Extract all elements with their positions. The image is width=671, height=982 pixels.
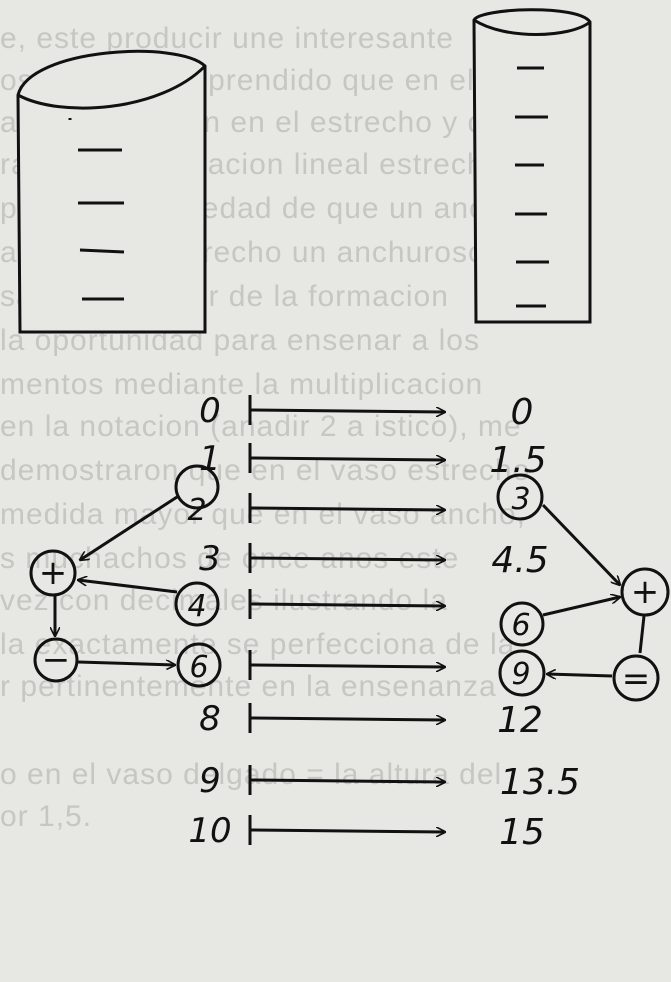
narrow-value-2: 3 <box>511 482 530 517</box>
mapping-arrow-8 <box>249 830 445 832</box>
minus-node-left <box>33 637 79 683</box>
narrow-value-3: 4.5 <box>491 540 548 581</box>
narrow-value-6: 12 <box>497 700 543 741</box>
narrow-value-0: 0 <box>511 392 534 433</box>
circle-6 <box>176 642 222 688</box>
wide-container-marks <box>78 148 125 301</box>
wide-value-1: 1 <box>199 439 221 479</box>
background-text-line: vez con decimales ilustrando la <box>0 584 448 617</box>
plus-symbol-left: + <box>39 553 68 593</box>
wide-value-4: 4 <box>187 589 206 624</box>
circle-2 <box>174 464 220 510</box>
mapping-arrow-4 <box>249 604 445 606</box>
plus-node-right <box>620 567 670 617</box>
wide-value-3: 3 <box>199 539 221 579</box>
plus-node-left <box>29 549 77 597</box>
background-text-line: e, este producir une interesante <box>0 22 454 55</box>
wide-value-5: 6 <box>189 650 208 685</box>
background-text-line: or 1,5. <box>0 800 93 833</box>
wide-value-7: 9 <box>199 761 221 801</box>
mapping-arrow-1 <box>249 458 445 460</box>
left-operation-network <box>29 464 222 688</box>
background-text-line: en la notacion (anadir 2 a istico), me <box>0 410 522 443</box>
narrow-value-7: 13.5 <box>500 762 580 803</box>
equals-node-right <box>612 654 660 702</box>
narrow-value-8: 15 <box>499 812 545 853</box>
mapping-arrow-7 <box>249 780 445 782</box>
mapping-arrow-0 <box>249 410 445 412</box>
mapping-arrow-3 <box>249 558 445 560</box>
wide-value-0: 0 <box>199 391 221 431</box>
circle-9 <box>498 649 546 697</box>
background-text-line: la exactamente se perfecciona de la <box>0 628 516 661</box>
circle-6-right <box>499 601 545 647</box>
narrow-container-marks <box>515 66 549 308</box>
narrow-value-4: 6 <box>511 608 530 643</box>
wide-value-6: 8 <box>199 699 221 739</box>
mapping-arrow-6 <box>249 718 445 720</box>
mapping-arrow-2 <box>249 508 445 510</box>
minus-symbol-left: − <box>42 640 71 680</box>
circle-3 <box>496 473 544 521</box>
background-text-line: mentos mediante la multiplicacion <box>0 368 484 401</box>
wide-value-8: 10 <box>188 811 231 851</box>
wide-value-2: 2 <box>187 493 206 528</box>
circle-4 <box>174 581 220 627</box>
background-text-line: r pertinentemente en la ensenanza <box>0 670 497 703</box>
mapping-arrow-5 <box>249 665 445 667</box>
narrow-value-5: 9 <box>511 657 530 692</box>
equals-symbol-right: = <box>622 659 651 699</box>
plus-symbol-right: + <box>631 572 660 612</box>
right-operation-network <box>496 473 670 702</box>
wide-container <box>16 49 207 334</box>
